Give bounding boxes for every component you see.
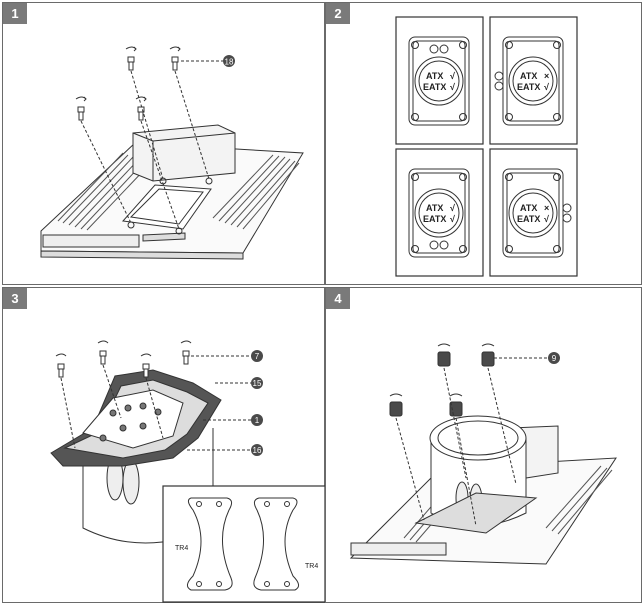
tr4-label-left: TR4 (175, 545, 188, 552)
box3-atx-mark: √ (450, 203, 455, 213)
screw-group (75, 46, 181, 121)
box4-atx-mark: × (544, 203, 549, 213)
box2-atx-label: ATX (520, 71, 537, 81)
box2-atx-mark: × (544, 71, 549, 81)
step-4-illustration: 9 (349, 343, 617, 565)
callout-markers (251, 350, 263, 456)
callout-18-marker (223, 55, 235, 67)
step-2-illustration: ATX √ EATX √ ATX × EATX √ ATX √ EATX √ A… (395, 16, 578, 277)
box3-eatx-mark: √ (450, 214, 455, 224)
step-1-panel: 1 (2, 2, 325, 285)
box1-eatx-label: EATX (423, 82, 446, 92)
box2-eatx-label: EATX (517, 82, 540, 92)
box1-atx-mark: √ (450, 71, 455, 81)
box1-eatx-mark: √ (450, 82, 455, 92)
step-4-panel: 4 (325, 287, 642, 603)
step-3-panel: 3 (2, 287, 326, 603)
step-1-illustration: 18 (40, 46, 304, 260)
step-4-badge: 4 (326, 288, 350, 309)
step-2-panel: 2 (325, 2, 642, 285)
box3-eatx-label: EATX (423, 214, 446, 224)
callout-9: 9 (552, 354, 557, 363)
box3-atx-label: ATX (426, 203, 443, 213)
step-3-illustration: 7 15 1 16 TR4 TR4 (50, 340, 326, 603)
tr4-label-right: TR4 (305, 563, 318, 570)
box4-atx-label: ATX (520, 203, 537, 213)
callout-16: 16 (253, 446, 262, 455)
box1-atx-label: ATX (426, 71, 443, 81)
callout-18: 18 (225, 58, 234, 67)
callout-15: 15 (253, 379, 262, 388)
step-1-badge: 1 (3, 3, 27, 24)
box4-eatx-mark: √ (544, 214, 549, 224)
callout-1: 1 (255, 416, 260, 425)
box2-eatx-mark: √ (544, 82, 549, 92)
callout-9-marker (548, 352, 560, 364)
callout-7: 7 (255, 352, 260, 361)
step-3-badge: 3 (3, 288, 27, 309)
box4-eatx-label: EATX (517, 214, 540, 224)
step-2-badge: 2 (326, 3, 350, 24)
